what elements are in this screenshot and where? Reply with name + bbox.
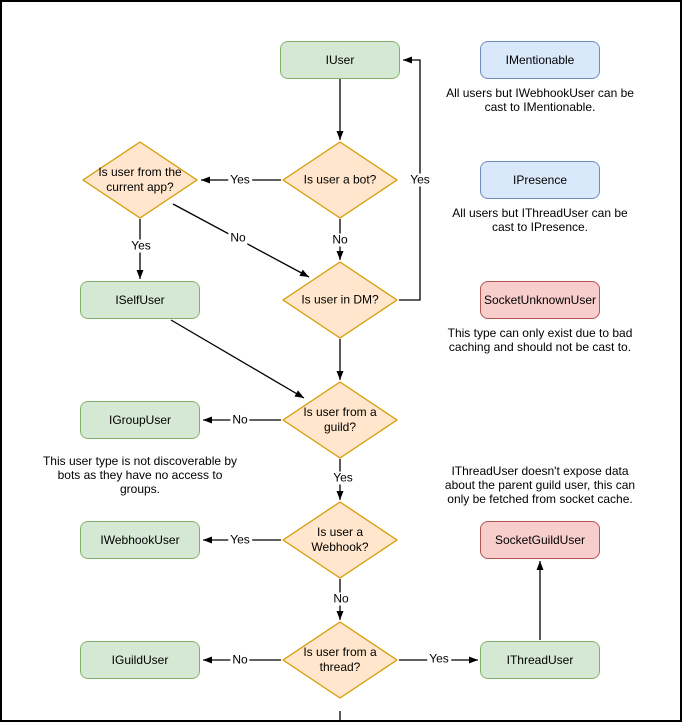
- decision-current-app-label: Is user from the current app?: [98, 165, 182, 194]
- note-line: This user type is not discoverable by: [42, 454, 238, 468]
- note-line: bots as they have no access to: [57, 468, 223, 482]
- node-iwebhookuser: IWebhookUser: [80, 521, 200, 559]
- decision-is-bot-label: Is user a bot?: [303, 172, 377, 187]
- edge-label-thread-yes: Yes: [427, 651, 451, 666]
- note-line: IThreadUser doesn't expose data: [451, 464, 629, 478]
- node-socketunknownuser: SocketUnknownUser: [480, 281, 600, 319]
- node-igroupuser: IGroupUser: [80, 401, 200, 439]
- node-ipresence: IPresence: [480, 161, 600, 199]
- note-line: All users but IWebhookUser can be: [446, 86, 634, 100]
- edge-label-guild-no: No: [230, 412, 250, 427]
- edge-label-bot-yes: Yes: [228, 172, 252, 187]
- decision-in-dm-label: Is user in DM?: [301, 292, 379, 307]
- decision-current-app-shape: [82, 141, 198, 219]
- note-imentionable: All users but IWebhookUser can be cast t…: [428, 86, 652, 114]
- decision-is-bot-shape: [282, 141, 398, 219]
- note-line: All users but IThreadUser can be: [452, 206, 628, 220]
- edge-label-guild-yes: Yes: [331, 470, 355, 485]
- node-iselfuser: ISelfUser: [80, 281, 200, 319]
- decision-from-thread-label: Is user from a thread?: [303, 645, 377, 674]
- decision-from-thread-shape: [282, 621, 398, 699]
- note-line: groups.: [119, 482, 161, 496]
- edge-iselfuser-to-fromguild: [170, 319, 305, 399]
- decision-is-webhook-shape: [282, 501, 398, 579]
- note-ithreaduser: IThreadUser doesn't expose data about th…: [428, 464, 652, 506]
- node-socketguilduser: SocketGuildUser: [480, 521, 600, 559]
- node-imentionable: IMentionable: [480, 41, 600, 79]
- note-line: cast to IMentionable.: [484, 100, 596, 114]
- note-socketunknownuser: This type can only exist due to bad cach…: [428, 326, 652, 354]
- decision-in-dm-shape: [282, 261, 398, 339]
- edge-label-bot-no: No: [330, 232, 350, 247]
- note-igroupuser: This user type is not discoverable by bo…: [28, 454, 252, 496]
- note-line: cast to IPresence.: [491, 220, 589, 234]
- edge-label-app-yes: Yes: [129, 238, 153, 253]
- note-line: about the parent guild user, this can: [444, 478, 636, 492]
- decision-from-guild-label: Is user from a guild?: [303, 405, 377, 434]
- edge-label-webhook-no: No: [331, 591, 351, 606]
- edge-label-webhook-yes: Yes: [228, 532, 252, 547]
- node-ithreaduser: IThreadUser: [480, 641, 600, 679]
- note-line: caching and should not be cast to.: [448, 340, 632, 354]
- node-iuser: IUser: [280, 41, 400, 79]
- edge-label-thread-no: No: [230, 652, 250, 667]
- note-line: This type can only exist due to bad: [447, 326, 633, 340]
- edge-label-dm-yes: Yes: [408, 172, 432, 187]
- edge-label-app-no: No: [228, 230, 248, 245]
- note-ipresence: All users but IThreadUser can be cast to…: [428, 206, 652, 234]
- node-iguilduser: IGuildUser: [80, 641, 200, 679]
- decision-is-webhook-label: Is user a Webhook?: [311, 525, 369, 554]
- decision-from-guild-shape: [282, 381, 398, 459]
- note-line: only be fetched from socket cache.: [447, 492, 633, 506]
